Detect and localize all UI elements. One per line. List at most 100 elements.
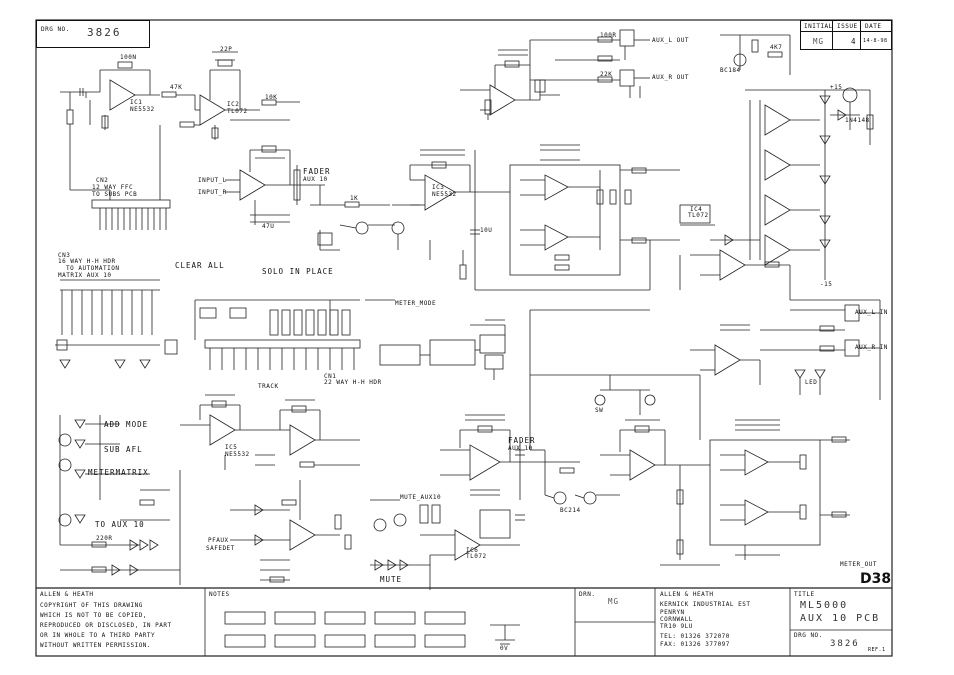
ic2-label: IC2 [227, 101, 240, 108]
transistor-pair-lower [530, 449, 620, 505]
copyright-line: REPRODUCED OR DISCLOSED, IN PART [40, 622, 172, 629]
cn2-desc-2: TO SUBS PCB [92, 191, 138, 198]
supply-rail-label: -15 [820, 281, 833, 288]
component-value: 22P [220, 46, 233, 53]
drg-no-label: DRG NO. [41, 26, 70, 33]
supply-rail-label: 0V [500, 645, 509, 652]
company-block: ALLEN & HEATH KERNICK INDUSTRIAL EST PEN… [660, 592, 788, 654]
title-label: TITLE [794, 591, 815, 598]
company-line: TEL: 01326 372070 [660, 633, 730, 640]
notes-label: NOTES [209, 591, 230, 598]
lower-left-stage [180, 394, 360, 470]
solo-in-place-label: SOLO IN PLACE [262, 267, 334, 276]
copyright-line: COPYRIGHT OF THIS DRAWING [40, 602, 143, 609]
aux-l-in-label: AUX_L IN [855, 309, 888, 316]
fader-label-1b: AUX 10 [303, 176, 328, 183]
component-value: 1N4148 [845, 117, 870, 124]
component-value: 4K7 [770, 44, 783, 51]
ic1-type: NE5532 [130, 106, 155, 113]
copyright-line: ALLEN & HEATH [40, 591, 94, 598]
fader-label-2b: AUX 10 [508, 445, 533, 452]
mute-stage [370, 499, 525, 590]
company-line: TR10 9LU [660, 623, 693, 630]
title-line-2: AUX 10 PCB [800, 613, 881, 624]
issue-value: 4 [851, 37, 857, 46]
meter-mode-label: METER_MODE [395, 300, 437, 307]
drawing-number-box: DRG NO. 3826 [36, 20, 150, 48]
fader-label-2: FADER [508, 436, 536, 445]
cn1-connector [194, 299, 395, 370]
cn2-connector [91, 125, 171, 230]
output-buffer-top [460, 29, 650, 120]
sub-afl-label: SUB AFL [104, 445, 143, 454]
input-stage-left [60, 61, 195, 191]
component-value: 10U [480, 227, 493, 234]
ic5-type: NE5532 [225, 451, 250, 458]
title-block-lines [204, 588, 892, 656]
fader-label-1: FADER [303, 167, 331, 176]
ic3-type: NE5532 [432, 191, 457, 198]
component-value: 22K [600, 71, 613, 78]
mid-logic-block [379, 309, 650, 450]
component-value: SW [595, 407, 604, 414]
title-drg-no-value: 3826 [830, 639, 860, 649]
opamp-stage-2 [179, 51, 300, 140]
title-line-1: ML5000 [800, 600, 849, 611]
ic5-label: IC5 [225, 444, 238, 451]
cn2-label: CN2 [96, 177, 109, 184]
component-value: 1K [350, 195, 359, 202]
component-value: 100N [120, 54, 137, 61]
drg-no-value: 3826 [87, 26, 122, 39]
component-value: 100R [600, 32, 617, 39]
ic6-type: TL072 [466, 553, 487, 560]
ic4-type: TL072 [688, 212, 709, 219]
output-right-mid [690, 304, 880, 395]
date-label: DATE [865, 23, 882, 30]
track-label: TRACK [258, 383, 279, 390]
company-line: KERNICK INDUSTRIAL EST [660, 601, 751, 608]
cn3-desc-2: TO AUTOMATION [66, 265, 120, 272]
fader-stage-1 [225, 145, 420, 251]
clear-all-label: CLEAR ALL [175, 261, 225, 270]
company-line: FAX: 01326 377097 [660, 641, 730, 648]
fader-stage-2 [440, 414, 545, 500]
ic1-label: IC1 [130, 99, 143, 106]
component-value: 220R [96, 535, 113, 542]
drn-value: MG [608, 597, 620, 606]
aux-r-out-label: AUX_R OUT [652, 74, 690, 81]
mute-aux-label: MUTE_AUX10 [400, 494, 442, 501]
aux-l-out-label: AUX_L OUT [652, 37, 690, 44]
supply-rail-label: +15 [830, 84, 843, 91]
cn1-desc: 22 WAY H-H HDR [324, 379, 382, 386]
reference-tag: REF.1 [868, 647, 886, 653]
aux-r-in-label: AUX_R IN [855, 344, 888, 351]
pfaux-label: PFAUX [208, 537, 229, 544]
add-mode-label: ADD MODE [104, 420, 149, 429]
component-value: 10K [265, 94, 278, 101]
drn-label: DRN. [579, 591, 596, 598]
date-value: 14-8-98 [863, 38, 888, 44]
cn3-label: CN3 [58, 252, 71, 259]
sum-amp-center [409, 149, 650, 291]
title-drg-no-label: DRG NO. [794, 632, 823, 639]
cn3-desc-3: MATRIX AUX 10 [58, 272, 112, 279]
aux-out-stage [649, 204, 791, 300]
sheet-number: D38 [860, 571, 892, 587]
initial-label: INITIAL [804, 23, 833, 30]
input-r-label: INPUT_R [198, 189, 227, 196]
input-l-label: INPUT_L [198, 177, 227, 184]
copyright-block: ALLEN & HEATH COPYRIGHT OF THIS DRAWING … [40, 592, 202, 654]
safedet-stage [230, 480, 352, 583]
safedet-label: SAFEDET [206, 545, 235, 552]
ic4-label: IC4 [690, 206, 703, 213]
led-column-left [58, 415, 181, 585]
filter-bank-center [509, 144, 650, 276]
cn1-label: CN1 [324, 373, 337, 380]
component-value: BC184 [720, 67, 741, 74]
lower-right-amp [530, 374, 720, 566]
company-line: ALLEN & HEATH [660, 591, 714, 598]
component-value: 47U [262, 223, 275, 230]
meter-ladder-right [720, 34, 874, 280]
company-line: CORNWALL [660, 616, 693, 623]
